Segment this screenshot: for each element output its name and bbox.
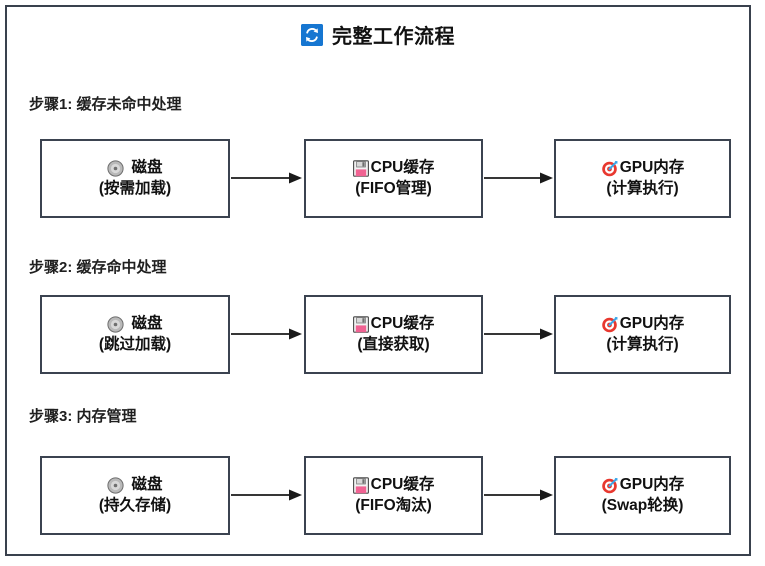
node-title-text: CPU缓存 <box>370 476 435 494</box>
dart-target-icon <box>601 477 618 494</box>
node-title: CPU缓存 <box>352 315 435 333</box>
node-subtitle: (跳过加载) <box>98 335 172 353</box>
node-cpu-cache-step1[interactable]: CPU缓存 (FIFO管理) <box>304 139 483 218</box>
dart-target-icon <box>601 316 618 333</box>
node-subtitle: (FIFO管理) <box>355 179 432 197</box>
optical-disc-icon <box>107 477 125 494</box>
node-subtitle: (按需加载) <box>98 179 172 197</box>
node-title: 磁盘 <box>107 476 163 494</box>
node-subtitle: (计算执行) <box>606 335 679 353</box>
node-title: CPU缓存 <box>352 159 435 177</box>
step-label-2: 步骤2: 缓存命中处理 <box>29 259 167 276</box>
node-title: 磁盘 <box>107 315 163 333</box>
flow-arrow <box>231 171 303 185</box>
node-title-text: CPU缓存 <box>370 315 435 333</box>
node-gpu-memory-step1[interactable]: GPU内存 (计算执行) <box>554 139 731 218</box>
node-cpu-cache-step3[interactable]: CPU缓存 (FIFO淘汰) <box>304 456 483 535</box>
sync-refresh-icon <box>301 23 323 46</box>
optical-disc-icon <box>107 160 125 177</box>
node-title-text: GPU内存 <box>619 315 685 333</box>
step-label-1: 步骤1: 缓存未命中处理 <box>29 96 182 113</box>
dart-target-icon <box>601 160 618 177</box>
flow-arrow <box>231 488 303 502</box>
node-disk-step2[interactable]: 磁盘 (跳过加载) <box>40 295 230 374</box>
node-subtitle: (FIFO淘汰) <box>355 496 432 514</box>
page-title: 完整工作流程 <box>7 20 749 49</box>
node-gpu-memory-step3[interactable]: GPU内存 (Swap轮换) <box>554 456 731 535</box>
floppy-disk-icon <box>352 160 369 177</box>
workflow-diagram-frame: 完整工作流程 步骤1: 缓存未命中处理 磁盘 (按需加载) <box>5 5 751 556</box>
step-row-1: 磁盘 (按需加载) CPU缓存 <box>7 139 749 219</box>
node-title: GPU内存 <box>601 159 685 177</box>
node-disk-step3[interactable]: 磁盘 (持久存储) <box>40 456 230 535</box>
optical-disc-icon <box>107 316 125 333</box>
node-subtitle: (持久存储) <box>98 496 172 514</box>
node-title-text: 磁盘 <box>131 315 163 333</box>
node-disk-step1[interactable]: 磁盘 (按需加载) <box>40 139 230 218</box>
floppy-disk-icon <box>352 316 369 333</box>
node-title-text: CPU缓存 <box>370 159 435 177</box>
node-title: GPU内存 <box>601 315 685 333</box>
step-row-2: 磁盘 (跳过加载) CPU缓存 <box>7 295 749 375</box>
node-gpu-memory-step2[interactable]: GPU内存 (计算执行) <box>554 295 731 374</box>
node-title: 磁盘 <box>107 159 163 177</box>
flow-arrow <box>484 171 554 185</box>
node-title-text: 磁盘 <box>131 476 163 494</box>
step-row-3: 磁盘 (持久存储) CPU缓存 <box>7 456 749 536</box>
node-subtitle: (直接获取) <box>357 335 430 353</box>
node-cpu-cache-step2[interactable]: CPU缓存 (直接获取) <box>304 295 483 374</box>
step-label-3: 步骤3: 内存管理 <box>29 408 137 425</box>
page-title-text: 完整工作流程 <box>332 26 455 48</box>
flow-arrow <box>231 327 303 341</box>
floppy-disk-icon <box>352 477 369 494</box>
flow-arrow <box>484 488 554 502</box>
node-title: GPU内存 <box>601 476 685 494</box>
flow-arrow <box>484 327 554 341</box>
node-title-text: GPU内存 <box>619 476 685 494</box>
node-subtitle: (Swap轮换) <box>601 496 684 514</box>
node-title: CPU缓存 <box>352 476 435 494</box>
node-title-text: GPU内存 <box>619 159 685 177</box>
node-title-text: 磁盘 <box>131 159 163 177</box>
node-subtitle: (计算执行) <box>606 179 679 197</box>
